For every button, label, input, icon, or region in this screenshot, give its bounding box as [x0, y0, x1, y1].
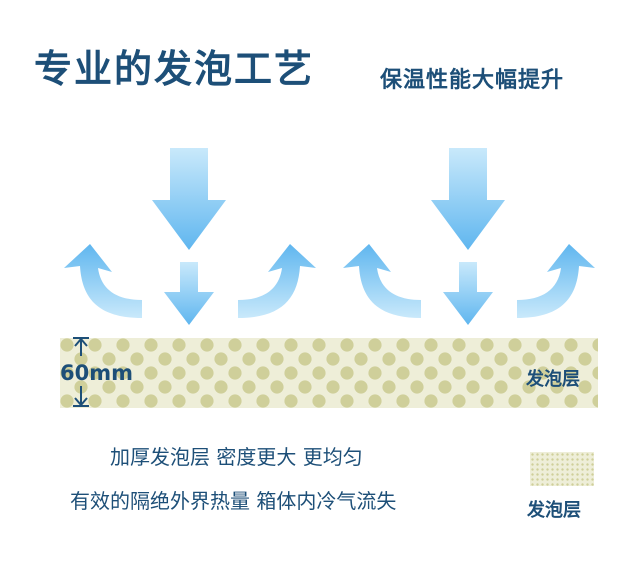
foam-layer-label: 发泡层 — [526, 369, 580, 390]
legend-label: 发泡层 — [527, 500, 581, 521]
small-down-arrow-icon — [443, 262, 493, 325]
thickness-indicator-icon — [73, 337, 89, 407]
curved-arrow-left-icon — [343, 244, 421, 318]
curved-arrow-right-icon — [517, 244, 595, 318]
foaming-arrows-diagram — [64, 148, 595, 325]
legend-foam-swatch — [530, 452, 594, 486]
curved-arrow-left-icon — [64, 244, 142, 318]
small-down-arrow-icon — [164, 262, 214, 325]
page-subtitle: 保温性能大幅提升 — [380, 68, 565, 93]
large-down-arrow-icon — [431, 148, 505, 250]
curved-arrow-right-icon — [238, 244, 316, 318]
large-down-arrow-icon — [152, 148, 226, 250]
thickness-label: 60mm — [60, 361, 133, 385]
description-line-1: 加厚发泡层 密度更大 更均匀 — [110, 445, 363, 469]
description-line-2: 有效的隔绝外界热量 箱体内冷气流失 — [70, 489, 397, 513]
page-title: 专业的发泡工艺 — [34, 47, 315, 91]
foam-layer — [60, 338, 598, 408]
